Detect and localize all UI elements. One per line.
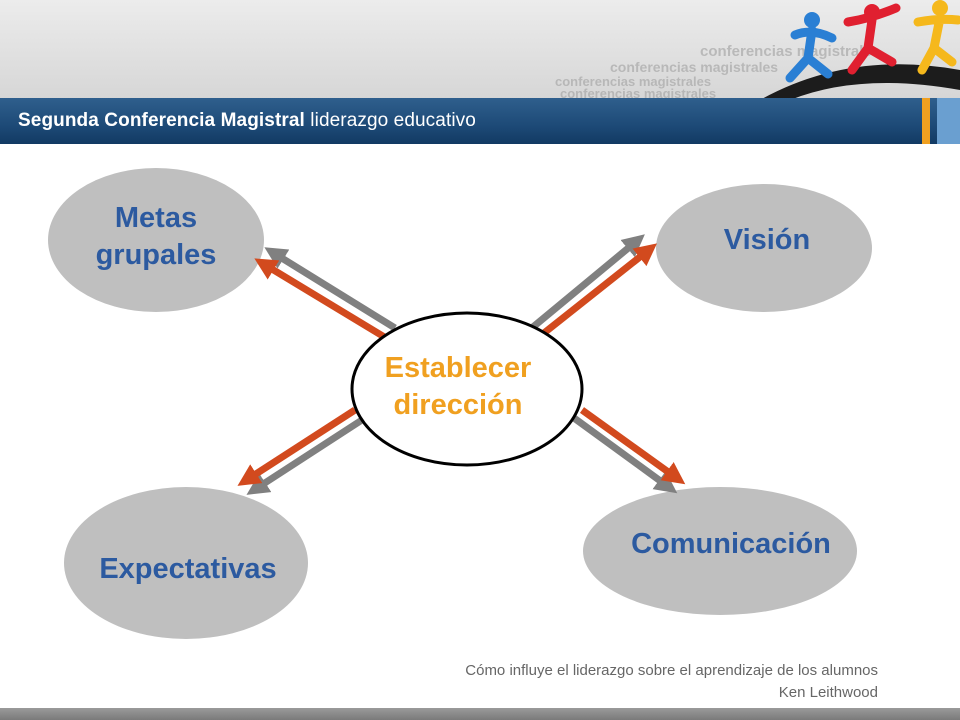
watermark-text-2: conferencias magistrales bbox=[610, 59, 778, 75]
title-bar: Segunda Conferencia Magistral liderazgo … bbox=[0, 98, 960, 144]
red-figure-icon bbox=[843, 3, 901, 75]
label-establecer-direccion: Establecer dirección bbox=[357, 350, 559, 424]
watermark-text-3: conferencias magistrales bbox=[555, 74, 711, 89]
label-metas-grupales: Metas grupales bbox=[56, 200, 256, 274]
label-grupales: grupales bbox=[95, 239, 217, 271]
watermark: conferencias magistrales conferencias ma… bbox=[555, 43, 880, 100]
arrow-to-expectativas bbox=[237, 407, 367, 495]
center-node bbox=[350, 311, 584, 467]
arrow-to-metas bbox=[254, 247, 397, 341]
watermark-text-1: conferencias magistrales bbox=[700, 43, 880, 60]
node-expectativas bbox=[64, 487, 308, 639]
label-expectativas: Expectativas bbox=[72, 551, 304, 588]
footer-line-1: Cómo influye el liderazgo sobre el apren… bbox=[465, 662, 878, 679]
label-comunicacion: Comunicación bbox=[606, 526, 856, 563]
slide-title: Segunda Conferencia Magistral liderazgo … bbox=[18, 110, 476, 132]
blue-figure-icon bbox=[785, 12, 837, 83]
label-direccion: dirección bbox=[393, 389, 523, 421]
node-vision bbox=[656, 184, 872, 312]
blue-stripe bbox=[937, 98, 960, 144]
arrow-to-comunicacion bbox=[571, 407, 686, 494]
title-bold: Segunda Conferencia Magistral bbox=[18, 110, 305, 131]
label-establecer: Establecer bbox=[384, 352, 532, 384]
bottom-bar bbox=[0, 708, 960, 720]
label-metas: Metas bbox=[114, 202, 198, 234]
label-vision-text: Visión bbox=[723, 224, 811, 256]
arrow-to-vision bbox=[530, 234, 658, 336]
label-comunicacion-text: Comunicación bbox=[631, 528, 831, 560]
label-vision: Visión bbox=[664, 222, 870, 259]
conference-logo bbox=[760, 0, 960, 100]
footer-citation: Cómo influye el liderazgo sobre el apren… bbox=[465, 660, 878, 704]
watermark-text-4: conferencias magistrales bbox=[560, 86, 716, 100]
title-rest: liderazgo educativo bbox=[304, 110, 476, 131]
node-metas-grupales bbox=[48, 168, 264, 312]
orange-stripe bbox=[922, 98, 930, 144]
footer-line-2: Ken Leithwood bbox=[778, 684, 878, 701]
yellow-figure-icon bbox=[913, 0, 960, 75]
header-banner: conferencias magistrales conferencias ma… bbox=[0, 0, 960, 100]
label-expectativas-text: Expectativas bbox=[99, 553, 277, 585]
node-comunicacion bbox=[583, 487, 857, 615]
